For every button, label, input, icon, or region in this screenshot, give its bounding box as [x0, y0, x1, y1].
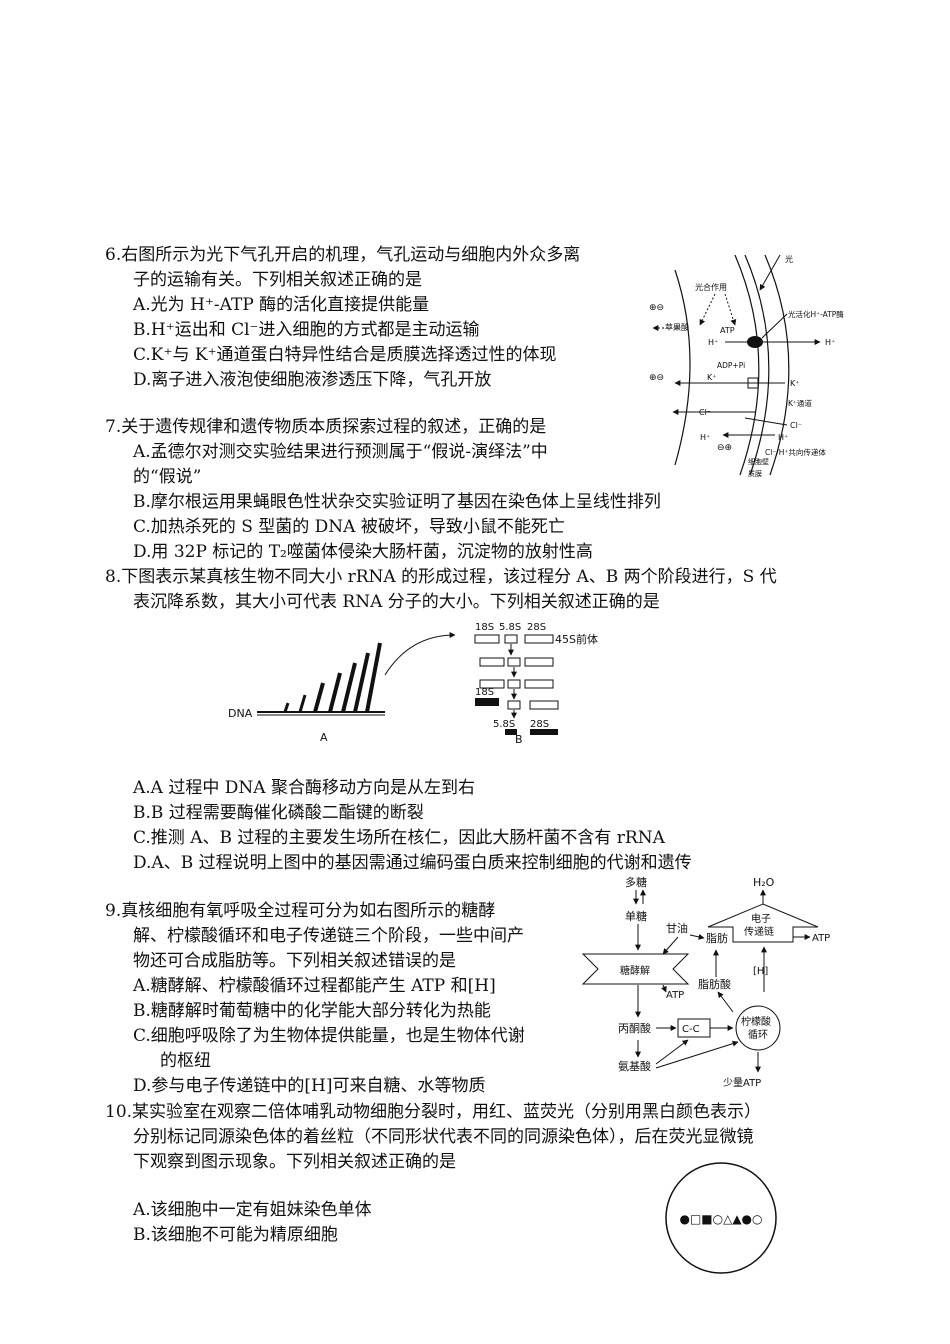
q7-stem: 7.关于遗传规律和遗传物质本质探索过程的叙述，正确的是 — [105, 417, 547, 437]
cellular-respiration-diagram: 多糖 单糖 甘油 脂肪 H₂O 电子 传递链 ATP 糖酵解 ATP 脂肪酸 [… — [581, 875, 830, 1089]
rrna-formation-diagram: DNA A 18S 5.8S 28S 45S前体 18S 5.8S 28S B — [228, 622, 598, 745]
q6-option-c: C.K⁺与 K⁺通道蛋白特异性结合是质膜选择透过性的体现 — [133, 345, 557, 365]
little-atp-label: 少量ATP — [723, 1077, 761, 1089]
45s-precursor-label: 45S前体 — [555, 632, 598, 646]
q9-option-b: B.糖酵解时葡萄糖中的化学能大部分转化为热能 — [133, 1001, 491, 1021]
k-outside-label: K⁺ — [790, 379, 799, 388]
q10-option-b: B.该细胞不可能为精原细胞 — [133, 1225, 338, 1245]
q6-option-b: B.H⁺运出和 Cl⁻进入细胞的方式都是主动运输 — [133, 320, 480, 340]
cc-label: C-C — [682, 1024, 700, 1035]
h-outside-label: H⁺ — [825, 338, 835, 347]
q6-option-a: A.光为 H⁺-ATP 酶的活化直接提供能量 — [133, 295, 430, 315]
q8-stem-cont: 表沉降系数，其大小可代表 RNA 分子的大小。下列相关叙述正确的是 — [133, 592, 660, 612]
q9-option-a: A.糖酵解、柠檬酸循环过程都能产生 ATP 和[H] — [133, 976, 496, 996]
centromere-markers: ●□■○△▲●○ — [679, 1212, 762, 1226]
28s-product-label: 28S — [530, 719, 549, 730]
etc-atp-label: ATP — [812, 933, 830, 944]
h-symport-inside-label: H⁺ — [700, 433, 710, 442]
q10-stem-cont-1: 分别标记同源染色体的着丝粒（不同形状代表不同的同源染色体），后在荧光显微镜 — [133, 1127, 754, 1147]
atp-label: ATP — [720, 326, 735, 335]
pump-label: 光活化H⁺-ATP酶 — [788, 309, 844, 319]
glycolysis-label: 糖酵解 — [620, 964, 650, 977]
18s-product-label: 18S — [475, 687, 494, 698]
5-8s-product — [505, 729, 517, 735]
etc-label-1: 电子 — [751, 912, 771, 925]
18s-label: 18S — [475, 622, 494, 633]
adp-label: ADP+Pi — [717, 361, 745, 370]
citric-cycle-label-2: 循环 — [748, 1028, 768, 1041]
q9-stem: 9.真核细胞有氧呼吸全过程可分为如右图所示的糖酵 — [105, 901, 496, 921]
photosynthesis-label: 光合作用 — [695, 282, 727, 292]
fat-label: 脂肪 — [706, 931, 728, 945]
amino-acid-label: 氨基酸 — [618, 1059, 651, 1073]
pyruvate-label: 丙酮酸 — [618, 1021, 651, 1035]
5-8s-label: 5.8S — [499, 622, 521, 633]
citric-cycle-label-1: 柠檬酸 — [741, 1015, 771, 1028]
citric-acid-cycle-circle — [735, 1005, 781, 1051]
cell-outline — [665, 1162, 777, 1274]
light-label: 光 — [785, 254, 793, 264]
part-a-label: A — [320, 731, 328, 744]
q6-option-d: D.离子进入液泡使细胞液渗透压下降，气孔开放 — [133, 370, 492, 390]
h-symport-outside-label: H⁺ — [778, 433, 788, 442]
hydrogen-label: [H] — [753, 966, 768, 977]
q10-stem-cont-2: 下观察到图示现象。下列相关叙述正确的是 — [133, 1152, 456, 1172]
28s-label: 28S — [527, 622, 546, 633]
glycolysis-atp-label: ATP — [666, 990, 684, 1001]
q9-option-d: D.参与电子传递链中的[H]可来自糖、水等物质 — [133, 1076, 486, 1096]
q8-option-c: C.推测 A、B 过程的主要发生场所在核仁，因此大肠杆菌不含有 rRNA — [133, 828, 665, 848]
charge-plus-minus-2: ⊕⊖ — [649, 373, 664, 383]
charge-plus-minus-1: ⊕⊖ — [649, 303, 664, 313]
cl-outside-label: Cl⁻ — [790, 421, 802, 430]
nascent-rrna-transcripts — [283, 642, 382, 713]
q7-option-d: D.用 32P 标记的 T₂噬菌体侵染大肠杆菌，沉淀物的放射性高 — [133, 542, 593, 562]
q9-option-c: C.细胞呼吸除了为生物体提供能量，也是生物体代谢 — [133, 1026, 525, 1046]
q7-option-a: A.孟德尔对测交实验结果进行预测属于“假说-演绎法”中 — [133, 442, 548, 462]
h2o-label: H₂O — [753, 876, 775, 889]
k-inside-label: K⁺ — [707, 373, 716, 382]
5-8s-product-label: 5.8S — [493, 719, 515, 730]
processing-steps — [474, 634, 559, 710]
cell-wall-label: 细胞壁 — [748, 457, 769, 466]
stomata-ion-diagram: 光 光合作用 ATP 苹果酸 ⊕⊖ 光活化H⁺-ATP酶 H⁺ H⁺ ADP+P… — [649, 254, 844, 478]
monosaccharide-label: 单糖 — [625, 909, 647, 923]
h-inside-label: H⁺ — [708, 338, 718, 347]
q7-option-a-cont: 的“假说” — [133, 467, 202, 487]
q10-option-a: A.该细胞中一定有姐妹染色单体 — [133, 1200, 372, 1220]
k-channel-label: K⁺通道 — [788, 398, 812, 408]
plasma-membrane-label: 质膜 — [748, 469, 762, 478]
q8-stem: 8.下图表示某真核生物不同大小 rRNA 的形成过程，该过程分 A、B 两个阶段… — [105, 567, 777, 587]
q8-option-b: B.B 过程需要酶催化磷酸二酯键的断裂 — [133, 803, 424, 823]
q9-option-c-cont: 的枢纽 — [160, 1051, 211, 1071]
q6-stem: 6.右图所示为光下气孔开启的机理，气孔运动与细胞内外众多离 — [105, 245, 581, 265]
28s-product — [530, 729, 558, 735]
part-b-label: B — [515, 733, 523, 745]
electron-transport-chain-shape — [707, 903, 819, 943]
polysaccharide-label: 多糖 — [625, 875, 647, 889]
q7-option-b: B.摩尔根运用果蝇眼色性状杂交实验证明了基因在染色体上呈线性排列 — [133, 492, 661, 512]
fatty-acid-label: 脂肪酸 — [698, 977, 731, 991]
q9-stem-cont-1: 解、柠檬酸循环和电子传递链三个阶段，一些中间产 — [133, 926, 524, 946]
q8-option-d: D.A、B 过程说明上图中的基因需通过编码蛋白质来控制细胞的代谢和遗传 — [133, 853, 692, 873]
q7-option-c: C.加热杀死的 S 型菌的 DNA 被破坏，导致小鼠不能死亡 — [133, 517, 565, 537]
etc-label-2: 传递链 — [744, 925, 774, 938]
q8-option-a: A.A 过程中 DNA 聚合酶移动方向是从左到右 — [133, 778, 475, 798]
dna-label: DNA — [228, 707, 253, 720]
fluorescent-cell-diagram: ●□■○△▲●○ — [665, 1162, 777, 1274]
symporter-label: Cl⁻/H⁺共向传递体 — [765, 447, 826, 457]
malic-acid-label: 苹果酸 — [665, 322, 689, 332]
q9-stem-cont-2: 物还可合成脂肪等。下列相关叙述错误的是 — [133, 951, 456, 971]
q10-stem: 10.某实验室在观察二倍体哺乳动物细胞分裂时，用红、蓝荧光（分别用黑白颜色表示） — [105, 1102, 762, 1122]
glycolysis-shape — [581, 953, 690, 985]
glycerol-label: 甘油 — [666, 921, 688, 935]
q6-stem-cont: 子的运输有关。下列相关叙述正确的是 — [133, 270, 422, 290]
18s-product — [475, 698, 499, 706]
charge-minus-plus: ⊖⊕ — [717, 443, 732, 453]
